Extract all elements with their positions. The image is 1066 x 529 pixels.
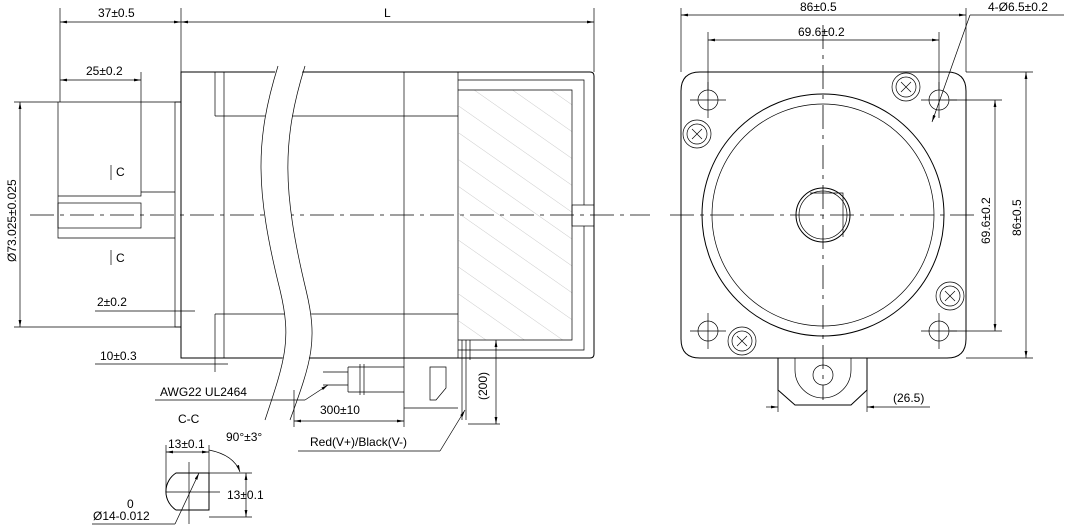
dim-hole-pitch-h: 69.6±0.2 bbox=[798, 25, 845, 39]
dim-cable-length: 300±10 bbox=[320, 403, 360, 417]
section-mark-top: C bbox=[116, 165, 125, 179]
mounting-holes bbox=[690, 82, 957, 349]
shaft-section bbox=[165, 472, 210, 511]
dim-brake-lead: (200) bbox=[476, 372, 490, 400]
dim-tab: (26.5) bbox=[893, 391, 924, 405]
hatched-section bbox=[458, 90, 572, 340]
dim-25: 25±0.2 bbox=[86, 64, 123, 78]
dim-shaft-upper-tol: 0 bbox=[127, 497, 134, 511]
cable-tab bbox=[777, 358, 868, 406]
front-view: 86±0.5 69.6±0.2 4-Ø6.5±0.2 69.6±0.2 86±0… bbox=[670, 0, 1064, 412]
dim-shaft-diameter: Ø14-0.012 bbox=[93, 509, 150, 523]
dim-flat-angle: 90°±3° bbox=[226, 430, 262, 444]
cable-spec: AWG22 UL2464 bbox=[160, 385, 247, 399]
dim-height: 86±0.5 bbox=[1010, 199, 1024, 236]
dim-2: 2±0.2 bbox=[97, 295, 127, 309]
section-mark-bottom: C bbox=[116, 251, 125, 265]
section-title: C-C bbox=[178, 412, 200, 426]
dim-hole-pitch-v: 69.6±0.2 bbox=[979, 197, 993, 244]
side-view: C C 37±0.5 L 25±0.2 Ø73.025±0.025 2±0.2 … bbox=[5, 6, 650, 452]
dim-holes: 4-Ø6.5±0.2 bbox=[988, 0, 1048, 14]
dim-flat-width: 13±0.1 bbox=[168, 437, 205, 451]
dim-37: 37±0.5 bbox=[98, 6, 135, 20]
section-view: C-C 13±0.1 90°±3° 13±0.1 0 Ø14-0.012 bbox=[92, 412, 264, 525]
dim-flat-height: 13±0.1 bbox=[227, 488, 264, 502]
dim-10: 10±0.3 bbox=[100, 349, 137, 363]
dim-width: 86±0.5 bbox=[800, 0, 837, 14]
brake-lead-label: Red(V+)/Black(V-) bbox=[310, 435, 407, 449]
dim-pilot-diameter: Ø73.025±0.025 bbox=[5, 179, 19, 262]
flange-outline bbox=[680, 71, 967, 359]
screw-icons bbox=[682, 72, 965, 356]
motor-body bbox=[180, 71, 595, 359]
dim-length: L bbox=[384, 6, 391, 20]
